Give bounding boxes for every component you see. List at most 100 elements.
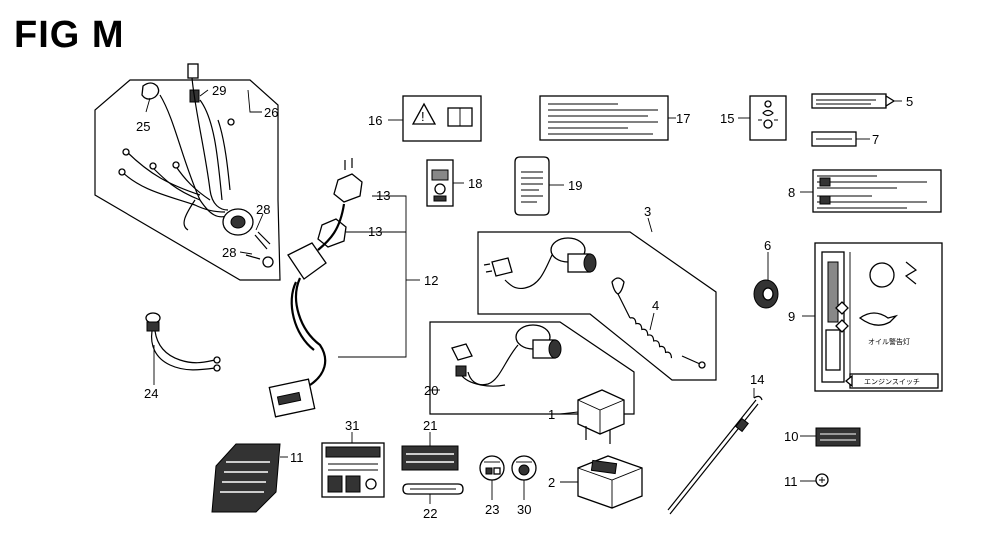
harness-25-body [146,321,160,332]
callout-4: 4 [652,298,659,313]
harness-25-wire-a [150,330,216,371]
callout-28b: 28 [222,245,236,260]
ring-terminal-b [122,148,130,156]
callout-1: 1 [548,407,555,422]
callout-18: 17 [676,111,690,126]
rod-15-shaft [667,399,757,511]
decal-31 [321,442,385,498]
harness-25-wire-b [154,330,216,364]
callout-13a: 13 [376,188,390,203]
decal-24 [479,455,505,481]
decal-16 [749,95,787,141]
ring-terminal-a [118,168,126,176]
callout-7: 7 [872,132,879,147]
callout-16: 15 [720,111,734,126]
relay-1 [577,389,625,444]
solenoid-21-connector [451,343,473,361]
cable-12 [268,158,420,418]
callout-30: 30 [517,502,531,517]
decal-22-frame [401,445,459,471]
cable-12-lower [295,277,327,386]
callout-9: 9 [788,309,795,324]
grommet-6 [753,279,779,309]
callout-24: 23 [485,502,499,517]
figure-title: FIG M [14,14,125,56]
callout-10: 10 [784,429,798,444]
group-3 [477,231,717,381]
callout-15: 14 [750,372,764,387]
connector-block-12-face [276,391,302,406]
solenoid-21-wire [467,344,519,386]
callout-11: 11 [290,450,304,465]
harness-wire-e [124,149,201,196]
callout-27: 26 [264,105,278,120]
decal-30 [511,455,537,481]
part-14 [815,473,829,487]
callout-29: 29 [212,83,226,98]
cable-12-lower-b [290,281,315,351]
callout-13b: 13 [368,224,382,239]
ring-terminal-d [172,161,180,169]
decal-17: ! [402,95,482,142]
callout-25: 24 [144,386,158,401]
callout-5: 5 [906,94,913,109]
decal-9-circle-icon [869,262,895,288]
solenoid-3-wire [504,254,553,290]
decal-19 [426,159,454,207]
harness-group-27 [94,63,281,281]
svg-text:!: ! [421,109,425,124]
decal-10-frame [815,427,861,447]
harness-wire-b [191,77,229,211]
box-2 [577,455,643,509]
decal-18 [539,95,669,141]
decal-20-frame [514,156,550,216]
harness-25-term-a [213,364,221,372]
callout-8: 8 [788,185,795,200]
group-27-outline [94,79,281,281]
harness-wire-i [183,199,196,231]
connector-29 [187,63,199,79]
clip-28a [254,231,271,250]
harness-wire-a [159,94,231,218]
decal-8 [812,169,942,213]
callout-22: 21 [423,418,437,433]
plug-13b [317,218,347,248]
plug-13a-pins [344,158,353,170]
decal-8-frame [812,169,942,213]
bracket-12 [338,195,407,358]
callout-3: 3 [644,204,651,219]
harness-wire-h [217,119,231,191]
rod-15 [667,395,763,515]
callout-numbers: 25 29 26 28 28 24 13 13 12 16 18 19 17 1… [136,83,913,521]
callout-14: 11 [784,474,798,489]
solenoid-3-connector [491,257,513,277]
leader-lines [145,89,902,504]
decal-9-n-icon [904,261,918,285]
decal-20 [514,156,550,216]
callout-28a: 28 [256,202,270,217]
callout-20: 19 [568,178,582,193]
rectifier-11 [211,443,281,513]
callout-21: 20 [424,383,438,398]
decal-10 [815,427,861,447]
harness-wire-d [119,169,226,213]
washer-28 [262,256,274,268]
relay-1-body [577,389,625,435]
harness-wire-c [199,99,223,201]
coil-cord-4-spring [629,317,673,359]
connector-26 [141,82,160,100]
grommet-6-hole [762,287,774,301]
harness-25-term-b [213,356,221,364]
callout-31: 31 [345,418,359,433]
plug-13a [333,173,363,203]
key-switch-core [230,215,246,229]
screw-28b [245,254,261,260]
relay-1-pins [585,426,611,444]
callout-23: 22 [423,506,437,521]
decal-5-frame [811,93,887,109]
callout-17: 16 [368,113,382,128]
decal-18-frame [539,95,669,141]
harness-wire-g [174,164,211,201]
decal-9: オイル警告灯 エンジンスイッチ [814,242,943,392]
